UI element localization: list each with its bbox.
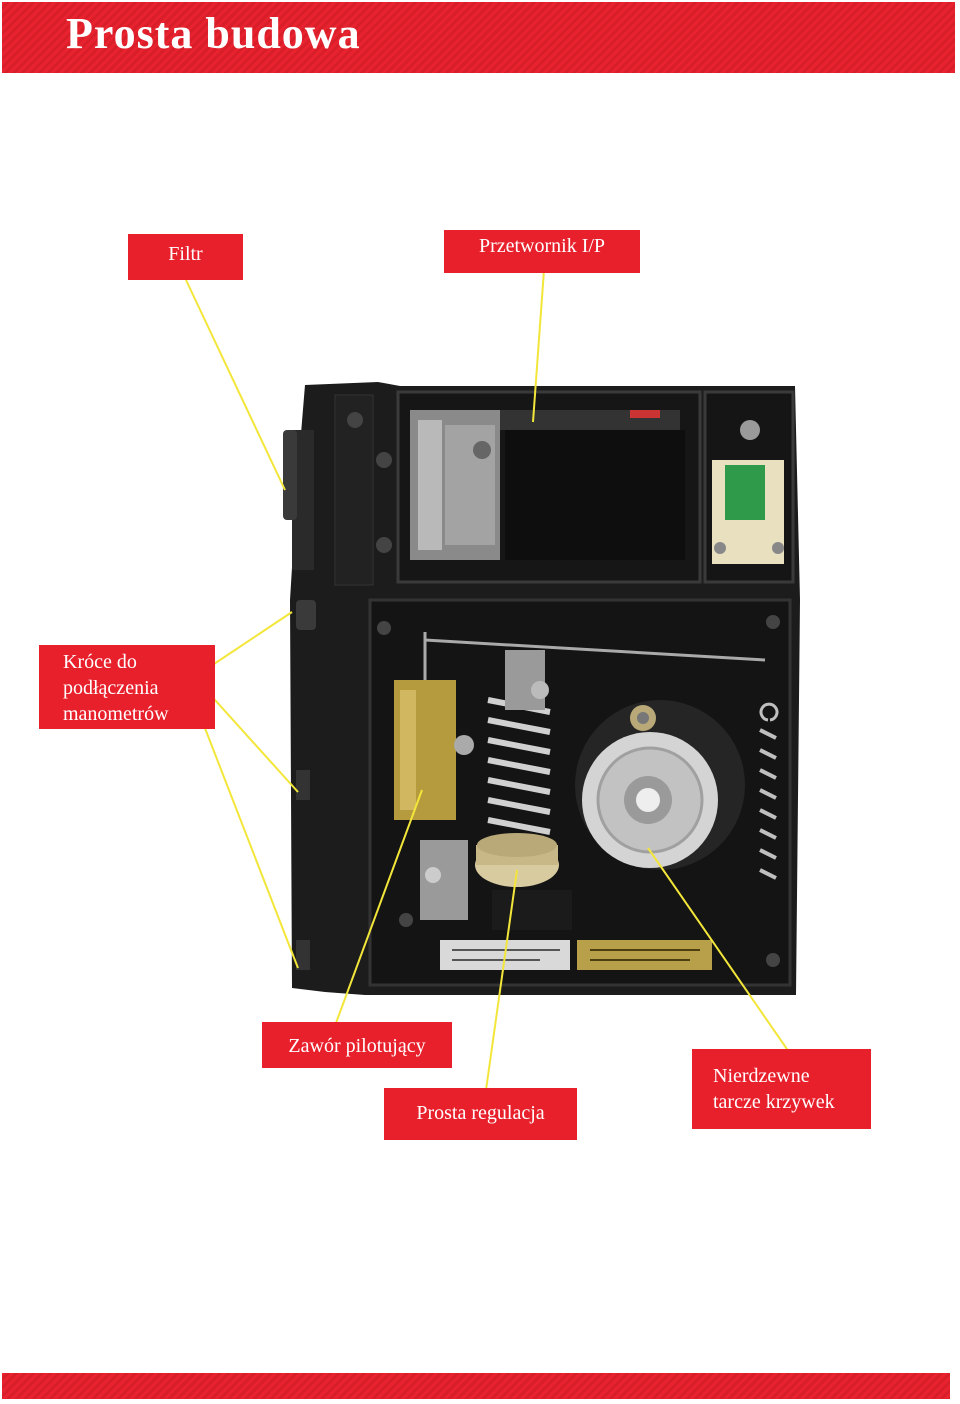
leader-ip-converter bbox=[532, 269, 545, 423]
leader-cams bbox=[647, 847, 790, 1053]
leader-pilot-valve bbox=[335, 789, 423, 1024]
callout-gauge-ports-line-2: podłączenia bbox=[63, 677, 159, 699]
callout-filter-label: Filtr bbox=[168, 243, 203, 265]
callout-pilot-valve: Zawór pilotujący bbox=[262, 1022, 452, 1068]
footer-bar bbox=[2, 1373, 950, 1399]
callout-gauge-ports-line-3: manometrów bbox=[63, 703, 169, 725]
callout-easy-adjustment-label: Prosta regulacja bbox=[416, 1102, 545, 1124]
leader-adjustment bbox=[485, 869, 518, 1091]
callout-cams: Nierdzewne tarcze krzywek bbox=[692, 1049, 871, 1129]
leader-filter bbox=[185, 279, 286, 491]
callout-filter: Filtr bbox=[128, 234, 243, 280]
callout-pilot-valve-label: Zawór pilotujący bbox=[288, 1035, 426, 1057]
leader-gauge-port-3 bbox=[195, 704, 299, 969]
callout-ip-converter: Przetwornik I/P bbox=[444, 230, 640, 273]
callout-gauge-ports-line-1: Króce do bbox=[63, 651, 137, 673]
header-bar bbox=[2, 2, 955, 73]
callout-easy-adjustment: Prosta regulacja bbox=[384, 1088, 577, 1140]
leader-gauge-port-2 bbox=[205, 689, 299, 793]
callout-cams-line-1: Nierdzewne bbox=[713, 1065, 810, 1087]
leader-gauge-port-1 bbox=[207, 611, 293, 669]
callout-cams-line-2: tarcze krzywek bbox=[713, 1091, 835, 1113]
callout-gauge-ports: Króce do podłączenia manometrów bbox=[39, 645, 215, 729]
page-title: Prosta budowa bbox=[66, 9, 361, 58]
callout-ip-converter-label: Przetwornik I/P bbox=[478, 235, 606, 257]
